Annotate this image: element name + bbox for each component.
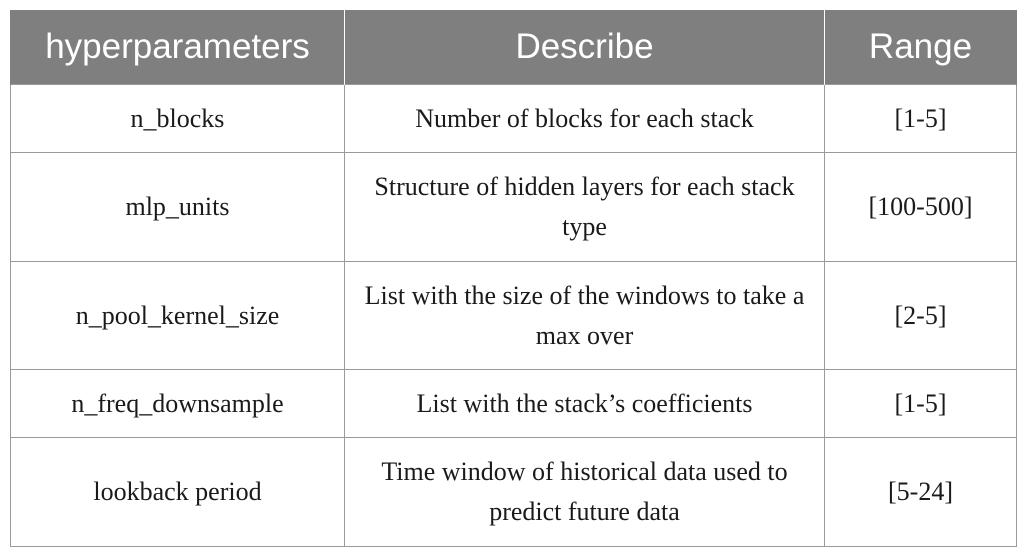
describe-cell: Structure of hidden layers for each stac…: [344, 152, 825, 262]
table-row: mlp_units Structure of hidden layers for…: [10, 152, 1017, 262]
hyperparameter-table-container: hyperparameters Describe Range n_blocks …: [10, 10, 1017, 550]
describe-cell: List with the stack’s coefficients: [344, 369, 825, 438]
column-header-describe: Describe: [344, 10, 825, 85]
table-header: hyperparameters Describe Range: [10, 10, 1017, 85]
header-row: hyperparameters Describe Range: [10, 10, 1017, 85]
range-cell: [2-5]: [824, 261, 1017, 370]
table-row: n_freq_downsample List with the stack’s …: [10, 369, 1017, 438]
table-row: n_blocks Number of blocks for each stack…: [10, 84, 1017, 153]
range-cell: [1-5]: [824, 369, 1017, 438]
table-row: lookback period Time window of historica…: [10, 437, 1017, 547]
describe-cell: Number of blocks for each stack: [344, 84, 825, 153]
hyperparameter-cell: mlp_units: [10, 152, 345, 262]
range-cell: [1-5]: [824, 84, 1017, 153]
hyperparameter-table: hyperparameters Describe Range n_blocks …: [10, 10, 1017, 547]
hyperparameter-cell: n_freq_downsample: [10, 369, 345, 438]
describe-cell: Time window of historical data used to p…: [344, 437, 825, 547]
hyperparameter-cell: lookback period: [10, 437, 345, 547]
describe-cell: List with the size of the windows to tak…: [344, 261, 825, 370]
hyperparameter-cell: n_blocks: [10, 84, 345, 153]
range-cell: [5-24]: [824, 437, 1017, 547]
hyperparameter-cell: n_pool_kernel_size: [10, 261, 345, 370]
range-cell: [100-500]: [824, 152, 1017, 262]
table-body: n_blocks Number of blocks for each stack…: [10, 84, 1017, 547]
column-header-hyperparameters: hyperparameters: [10, 10, 345, 85]
table-row: n_pool_kernel_size List with the size of…: [10, 261, 1017, 370]
column-header-range: Range: [824, 10, 1017, 85]
